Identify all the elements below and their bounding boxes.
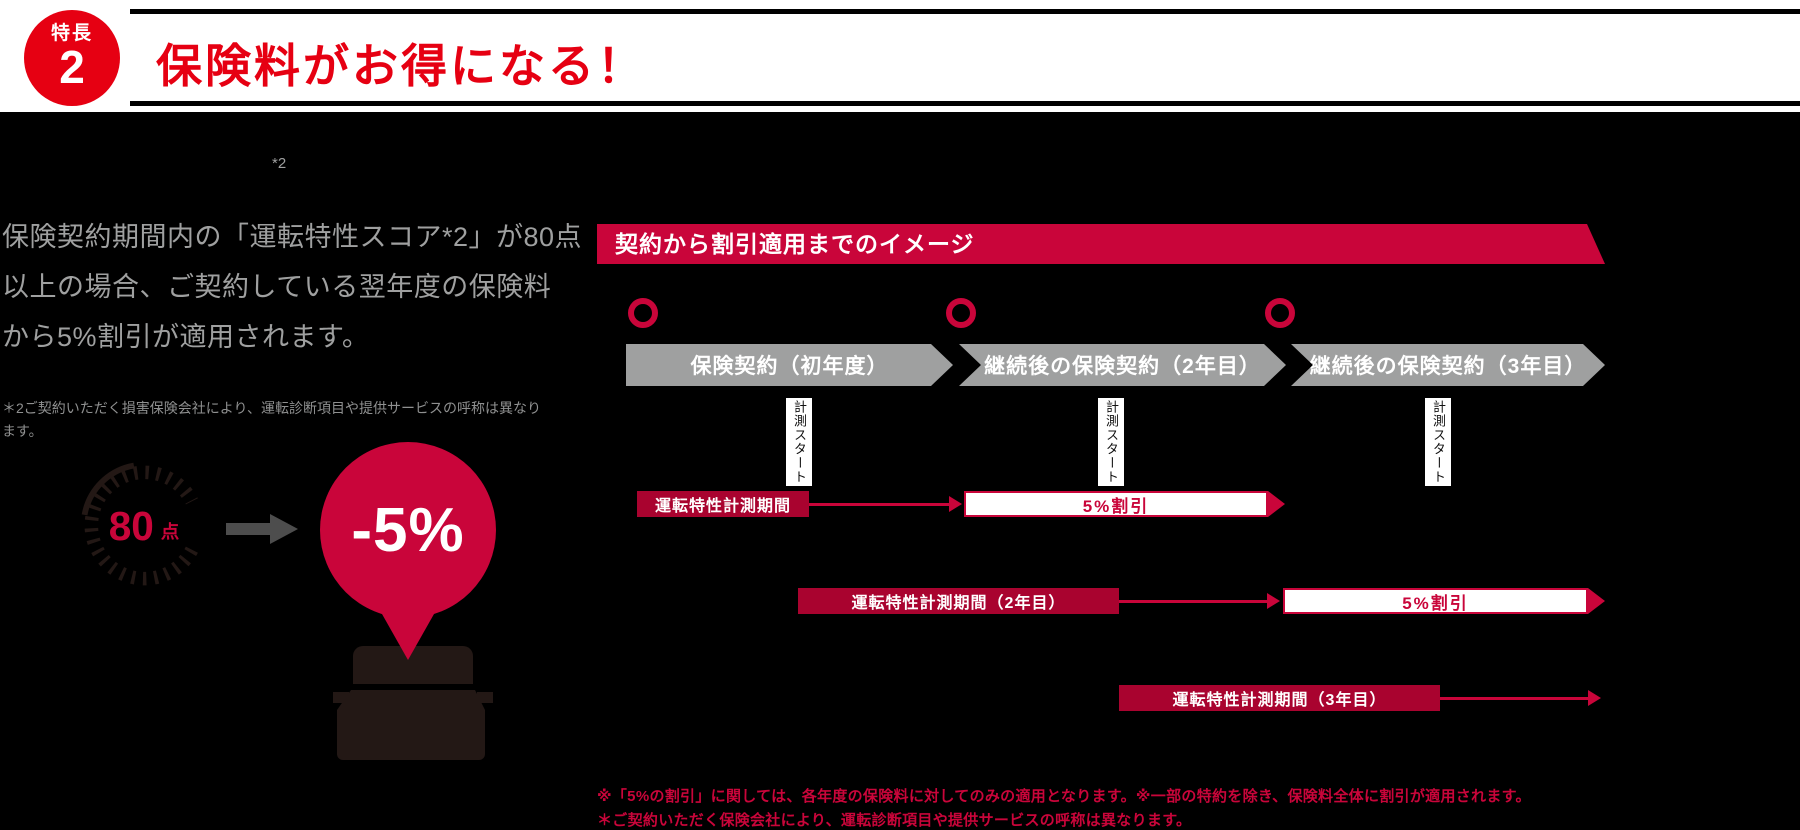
timeline-start-marker-2: [946, 298, 976, 328]
discount-bar-year3: 5%割引: [1283, 588, 1588, 614]
arrow-line-2: [1119, 600, 1267, 603]
discount-bar-tip-1: [1268, 491, 1285, 517]
timeline-bar-year3: 継続後の保険契約（3年目）: [1291, 344, 1605, 386]
arrow-head-icon-2: [1267, 593, 1280, 609]
intro-line-2: 以上の場合、ご契約している翌年度の保険料: [2, 272, 552, 302]
measure-period-year3: 運転特性計測期間（3年目）: [1119, 685, 1440, 711]
intro-footnote-line-2: ます。: [2, 423, 43, 439]
score-value: 80: [109, 503, 154, 549]
arrow-head-icon-1: [949, 496, 962, 512]
discount-value: -5%: [351, 495, 465, 565]
intro-line-1: 保険契約期間内の「運転特性スコア*2」が80点: [2, 222, 583, 252]
badge-number: 2: [59, 41, 85, 94]
timeline-start-marker-1: [628, 298, 658, 328]
measure-start-label-2: 計測スタート: [1098, 398, 1124, 486]
diagram-notes: ※「5%の割引」に関しては、各年度の保険料に対してのみの適用となります。※一部の…: [597, 785, 1737, 830]
measure-period-year1: 運転特性計測期間: [637, 491, 809, 517]
diagram-note-1: ※「5%の割引」に関しては、各年度の保険料に対してのみの適用となります。※一部の…: [597, 788, 1531, 805]
title-band: 特長 2 保険料がお得になる！: [0, 0, 1800, 112]
discount-bar-tip-2: [1588, 588, 1605, 614]
intro-paragraph: 保険契約期間内の「運転特性スコア*2」が80点 以上の場合、ご契約している翌年度…: [2, 212, 602, 362]
discount-badge: -5%: [320, 442, 496, 660]
diagram-banner: 契約から割引適用までのイメージ: [597, 224, 1605, 264]
arrow-head-icon-3: [1588, 690, 1601, 706]
score-gauge-icon: 80 点: [72, 453, 217, 598]
title-rule-top: [130, 9, 1800, 14]
title-rule-bottom: [130, 101, 1800, 106]
measure-start-label-3: 計測スタート: [1425, 398, 1451, 486]
timeline-bar-year1: 保険契約（初年度）: [626, 344, 953, 386]
arrow-line-3: [1440, 697, 1588, 700]
diagram-note-2: ＊ご契約いただく保険会社により、運転診断項目や提供サービスの呼称は異なります。: [597, 812, 1192, 829]
discount-bar-year2: 5%割引: [964, 491, 1268, 517]
badge-label: 特長: [50, 23, 93, 45]
feature-number-badge: 特長 2: [24, 10, 120, 106]
measure-start-label-1: 計測スタート: [786, 398, 812, 486]
intro-line-3: から5%割引が適用されます。: [2, 322, 370, 352]
measure-period-year2: 運転特性計測期間（2年目）: [798, 588, 1119, 614]
timeline-bar-year2: 継続後の保険契約（2年目）: [959, 344, 1286, 386]
page-title: 保険料がお得になる！: [156, 40, 646, 92]
superscript-note: *2: [272, 155, 287, 172]
gauge-svg: 80 点: [81, 462, 198, 586]
intro-footnote-line-1: ＊2ご契約いただく損害保険会社により、運転診断項目や提供サービスの呼称は異なり: [2, 400, 541, 416]
timeline-start-marker-3: [1265, 298, 1295, 328]
car-icon: [333, 642, 493, 762]
intro-footnote: ＊2ご契約いただく損害保険会社により、運転診断項目や提供サービスの呼称は異なり …: [2, 397, 562, 443]
score-unit: 点: [161, 521, 179, 542]
right-arrow-icon: [226, 514, 298, 544]
arrow-line-1: [809, 503, 949, 506]
